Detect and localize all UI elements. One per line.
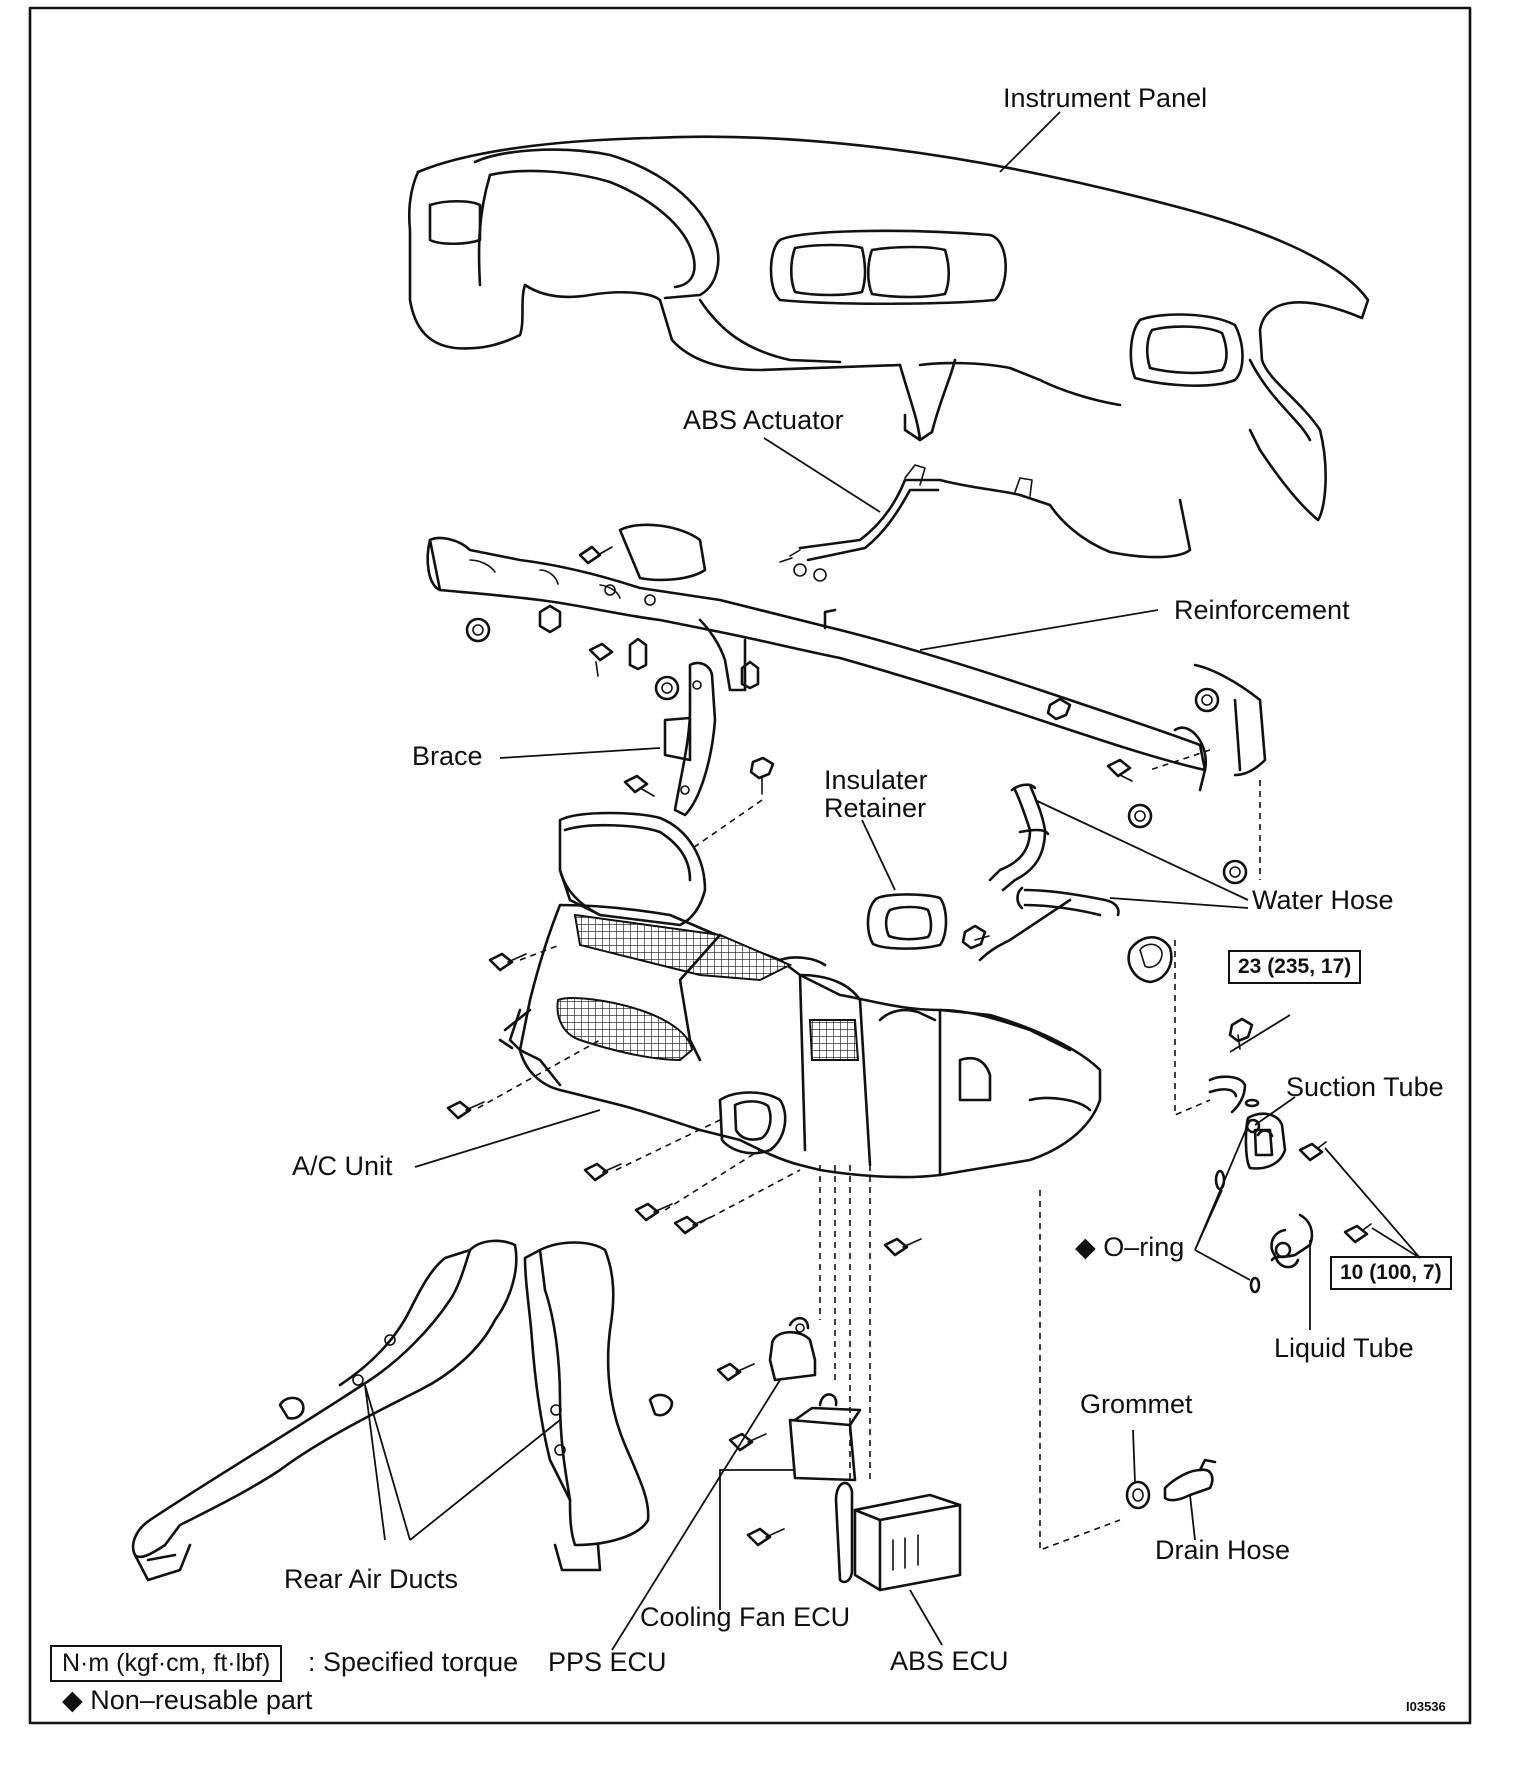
legend-diamond-icon: ◆ <box>62 1685 83 1715</box>
legend-torque-box: N·m (kgf·cm, ft·lbf) <box>50 1645 283 1682</box>
legend-non-reusable-text: Non–reusable part <box>90 1685 313 1715</box>
drain-hose-drawing <box>1163 1458 1217 1541</box>
figure-id: I03536 <box>1406 1699 1446 1714</box>
o-ring-text: O–ring <box>1103 1232 1185 1262</box>
ac-unit-bolts <box>446 952 922 1257</box>
label-insulater: Insulater <box>824 765 928 795</box>
label-abs-actuator: ABS Actuator <box>683 405 844 435</box>
fasteners <box>465 545 1248 885</box>
label-rear-air-ducts: Rear Air Ducts <box>284 1564 459 1594</box>
rear-air-ducts-drawing <box>131 1239 674 1582</box>
legend-non-reusable: ◆ Non–reusable part <box>62 1685 313 1716</box>
label-pps-ecu: PPS ECU <box>548 1647 667 1677</box>
label-grommet: Grommet <box>1080 1389 1193 1419</box>
ac-unit-drawing <box>498 898 1173 1179</box>
label-ac-unit: A/C Unit <box>292 1151 393 1181</box>
abs-actuator-drawing <box>763 437 1192 582</box>
non-reusable-diamond-icon: ◆ <box>1075 1232 1096 1262</box>
label-brace: Brace <box>412 741 483 771</box>
label-cooling-fan-ecu: Cooling Fan ECU <box>640 1602 851 1632</box>
frame-border <box>28 6 1472 1725</box>
torque-box-tube-bolts: 10 (100, 7) <box>1330 1256 1452 1291</box>
label-reinforcement: Reinforcement <box>1174 595 1350 625</box>
label-drain-hose: Drain Hose <box>1155 1535 1291 1565</box>
label-instrument-panel: Instrument Panel <box>1003 83 1208 113</box>
o-ring-drawing <box>1194 1119 1261 1294</box>
suction-tube-drawing <box>1208 1075 1296 1170</box>
torque-box-suction-bolt: 23 (235, 17) <box>1228 950 1362 985</box>
label-water-hose: Water Hose <box>1252 885 1394 915</box>
upper-duct-drawing <box>558 811 707 927</box>
label-abs-ecu: ABS ECU <box>890 1646 1009 1676</box>
water-hose-drawing <box>988 783 1249 917</box>
pps-ecu-drawing <box>611 1316 817 1651</box>
grommet-drawing <box>1125 1429 1151 1510</box>
legend-torque-text: : Specified torque <box>308 1647 519 1677</box>
label-o-ring: ◆ O–ring <box>1075 1232 1185 1263</box>
liquid-tube-drawing <box>1270 1213 1314 1330</box>
tube-bolts <box>1298 1141 1421 1259</box>
brace-drawing <box>499 661 717 817</box>
insulater-retainer-drawing <box>861 819 990 950</box>
label-liquid-tube: Liquid Tube <box>1274 1333 1414 1363</box>
label-suction-tube: Suction Tube <box>1286 1072 1444 1102</box>
reinforcement-drawing <box>426 523 1267 792</box>
label-retainer: Retainer <box>824 793 927 823</box>
instrument-panel-drawing <box>407 111 1370 522</box>
abs-ecu-drawing <box>746 1481 962 1646</box>
cooling-fan-ecu-drawing <box>719 1393 862 1610</box>
